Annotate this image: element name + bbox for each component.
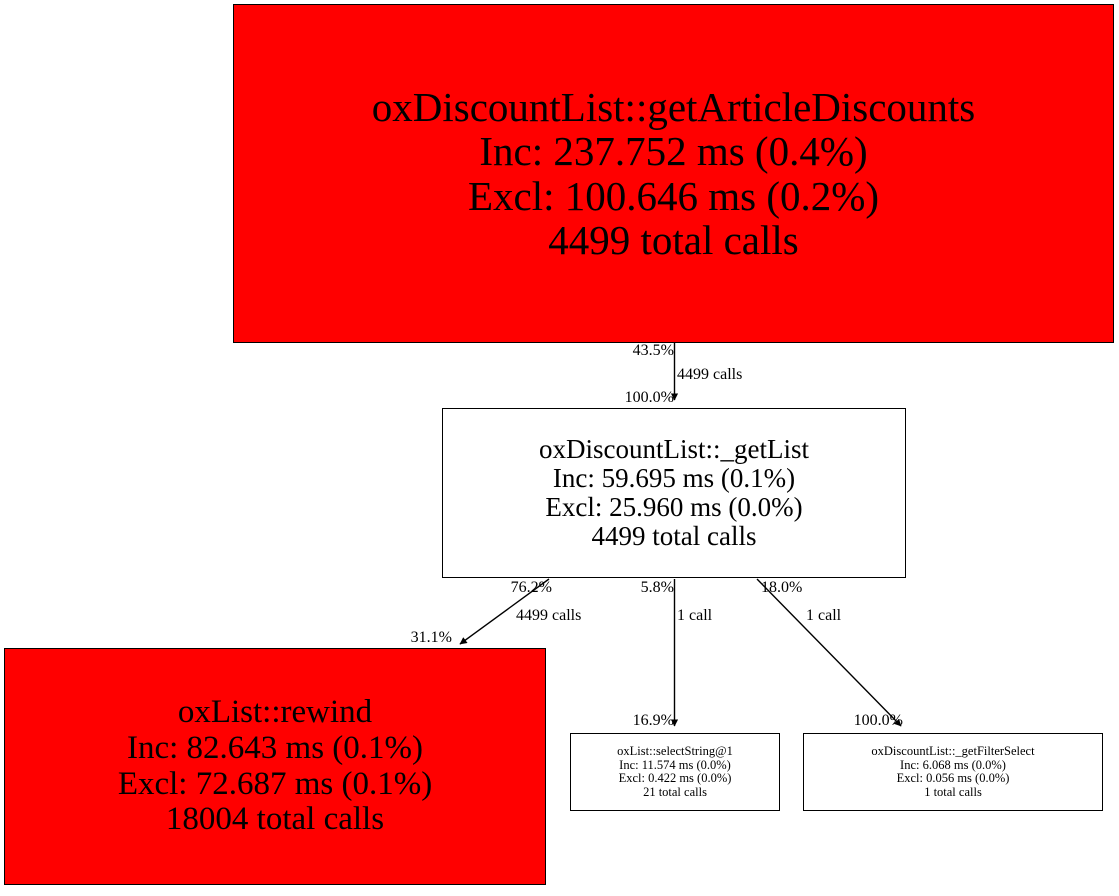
- edge-label-tail-percent: 43.5%: [632, 342, 674, 359]
- node-function-name: oxDiscountList::getArticleDiscounts: [371, 83, 976, 130]
- node-inclusive-time: Inc: 237.752 ms (0.4%): [479, 128, 868, 175]
- node-inclusive-time: Inc: 11.574 ms (0.0%): [619, 757, 731, 772]
- edge-label-head-percent: 100.0%: [624, 389, 674, 406]
- node-function-name: oxList::rewind: [177, 694, 373, 731]
- node-getFilterSelect[interactable]: oxDiscountList::_getFilterSelect Inc: 6.…: [803, 733, 1103, 811]
- node-exclusive-time: Excl: 0.056 ms (0.0%): [896, 771, 1010, 785]
- edge-label-tail-percent: 18.0%: [761, 579, 803, 596]
- node-getArticleDiscounts[interactable]: oxDiscountList::getArticleDiscounts Inc:…: [233, 4, 1114, 343]
- node-selectString[interactable]: oxList::selectString@1 Inc: 11.574 ms (0…: [570, 733, 780, 811]
- node-exclusive-time: Excl: 100.646 ms (0.2%): [467, 172, 880, 219]
- edge-label-calls: 4499 calls: [516, 607, 582, 624]
- node-rewind[interactable]: oxList::rewind Inc: 82.643 ms (0.1%) Exc…: [4, 648, 546, 885]
- node-total-calls: 18004 total calls: [165, 801, 385, 838]
- node-exclusive-time: Excl: 72.687 ms (0.1%): [117, 765, 433, 802]
- node-getList[interactable]: oxDiscountList::_getList Inc: 59.695 ms …: [442, 408, 906, 578]
- edge-getList-to-getFilterSelect: [756, 578, 902, 727]
- node-inclusive-time: Inc: 59.695 ms (0.1%): [552, 462, 796, 493]
- edge-label-head-percent: 16.9%: [632, 712, 674, 729]
- node-total-calls: 4499 total calls: [548, 216, 799, 263]
- node-function-name: oxDiscountList::_getFilterSelect: [871, 744, 1035, 758]
- node-exclusive-time: Excl: 25.960 ms (0.0%): [545, 492, 803, 522]
- node-total-calls: 1 total calls: [924, 784, 982, 799]
- edge-label-tail-percent: 5.8%: [640, 579, 674, 596]
- edge-label-calls: 4499 calls: [677, 366, 743, 383]
- edge-label-calls: 1 call: [806, 607, 842, 624]
- node-function-name: oxDiscountList::_getList: [539, 433, 809, 464]
- node-total-calls: 21 total calls: [643, 784, 707, 799]
- edge-label-tail-percent: 76.2%: [510, 579, 552, 596]
- edge-label-head-percent: 100.0%: [853, 712, 903, 729]
- node-inclusive-time: Inc: 6.068 ms (0.0%): [900, 757, 1006, 772]
- edge-label-calls: 1 call: [677, 607, 713, 624]
- node-exclusive-time: Excl: 0.422 ms (0.0%): [618, 771, 732, 785]
- node-function-name: oxList::selectString@1: [617, 744, 733, 758]
- edge-label-head-percent: 31.1%: [410, 629, 452, 646]
- node-total-calls: 4499 total calls: [591, 521, 757, 552]
- node-inclusive-time: Inc: 82.643 ms (0.1%): [126, 729, 424, 766]
